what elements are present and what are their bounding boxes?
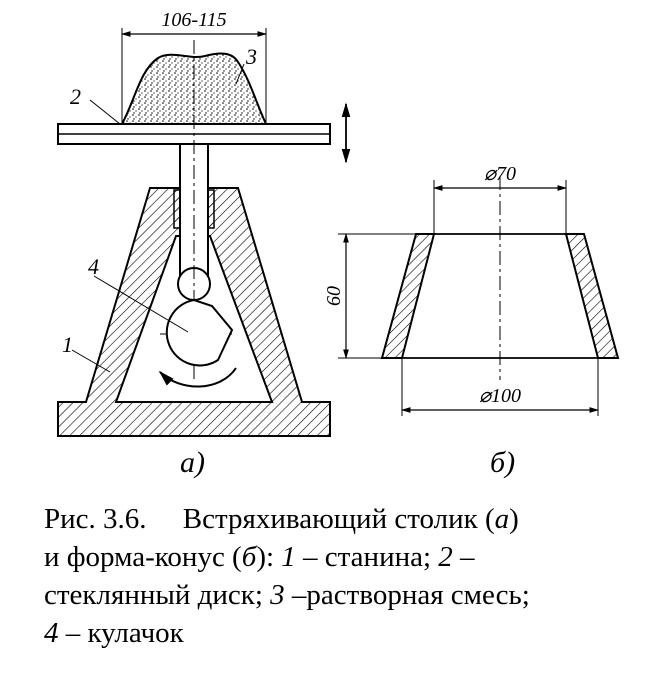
frame — [57, 187, 331, 437]
dim-top-diameter: ⌀70 — [484, 163, 516, 185]
cone-mould: ⌀70 ⌀100 60 б) — [323, 163, 620, 479]
dim-height: 60 — [323, 286, 345, 306]
label-2: 2 — [70, 84, 81, 109]
label-1: 1 — [62, 332, 73, 357]
cone-wall-right — [564, 233, 620, 359]
dim-bottom-diameter: ⌀100 — [479, 385, 521, 407]
caption-line-3: стеклянный диск; 3 –растворная смесь; — [44, 579, 530, 611]
label-4: 4 — [88, 254, 99, 279]
mortar-mix — [120, 52, 268, 125]
label-3: 3 — [245, 44, 257, 69]
caption-line-4: 4 – кулачок — [44, 617, 184, 649]
cam — [165, 298, 234, 367]
sub-label-a: а) — [180, 446, 205, 479]
shaking-table: 106-115 2 3 4 1 а) — [57, 9, 351, 479]
cone-wall-left — [380, 233, 436, 359]
sub-label-b: б) — [490, 446, 515, 479]
technical-drawing: 106-115 2 3 4 1 а) ⌀70 ⌀100 60 — [57, 9, 620, 479]
caption-line-1: Рис. 3.6. Встряхивающий столик (а) — [44, 503, 519, 535]
rotation-arrow — [158, 367, 237, 388]
figure-caption: Рис. 3.6. Встряхивающий столик (а) и фор… — [44, 500, 644, 652]
dim-table-width: 106-115 — [161, 9, 226, 31]
figure-number: Рис. 3.6. — [44, 503, 147, 535]
caption-line-2: и форма-конус (б): 1 – станина; 2 – — [44, 541, 475, 573]
